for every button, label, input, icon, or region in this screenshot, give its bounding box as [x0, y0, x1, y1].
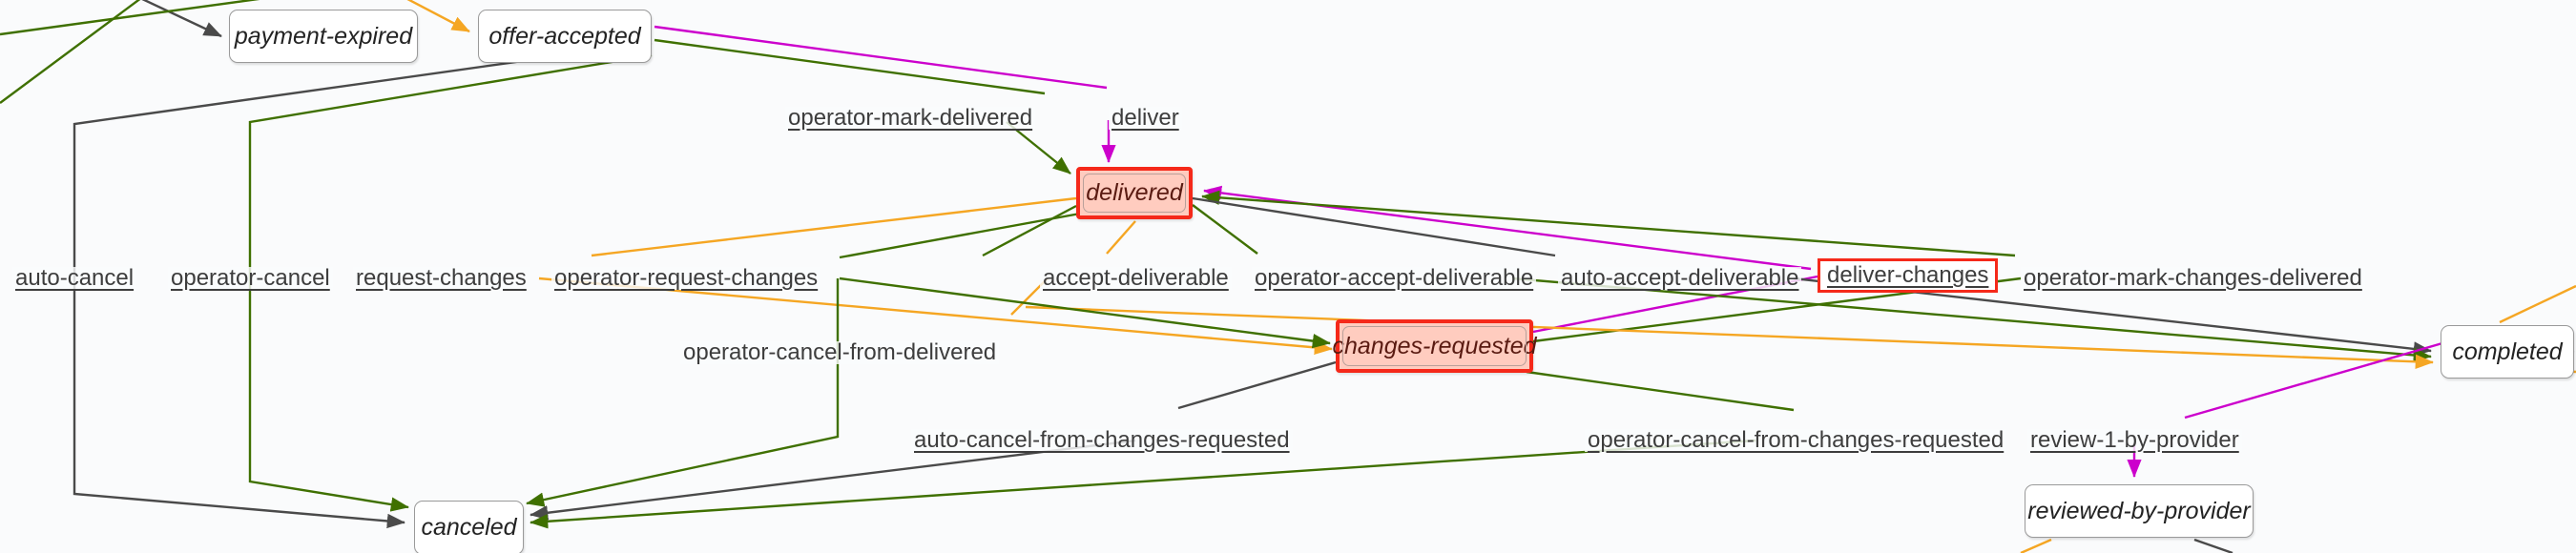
edge-label-operator-request-changes[interactable]: operator-request-changes: [551, 267, 821, 290]
node-label: offer-accepted: [488, 22, 641, 50]
node-completed[interactable]: completed: [2441, 325, 2574, 379]
edge-label-operator-cancel-from-delivered[interactable]: operator-cancel-from-delivered: [680, 341, 1000, 364]
node-label: canceled: [421, 514, 517, 541]
node-delivered[interactable]: delivered: [1076, 167, 1193, 219]
node-changes-requested[interactable]: changes-requested: [1332, 319, 1537, 373]
edge-label-operator-mark-changes-delivered[interactable]: operator-mark-changes-delivered: [2021, 267, 2365, 290]
edge-label-review-1-by-provider[interactable]: review-1-by-provider: [2027, 429, 2242, 452]
edge-label-auto-cancel[interactable]: auto-cancel: [12, 267, 137, 290]
edge-label-auto-cancel-from-changes-requested[interactable]: auto-cancel-from-changes-requested: [911, 429, 1293, 452]
edge-label-operator-cancel-from-changes-requested[interactable]: operator-cancel-from-changes-requested: [1585, 429, 2007, 452]
node-payment-expired[interactable]: payment-expired: [229, 10, 418, 63]
node-label: completed: [2452, 338, 2563, 365]
node-label: payment-expired: [234, 22, 413, 50]
node-reviewed-by-provider[interactable]: reviewed-by-provider: [2025, 484, 2254, 538]
edge-label-operator-mark-delivered[interactable]: operator-mark-delivered: [785, 107, 1036, 130]
node-canceled[interactable]: canceled: [414, 501, 524, 553]
edge-label-accept-deliverable[interactable]: accept-deliverable: [1040, 267, 1232, 290]
edge-label-operator-cancel[interactable]: operator-cancel: [168, 267, 333, 290]
node-label: delivered: [1086, 179, 1183, 206]
edge-label-deliver-changes[interactable]: deliver-changes: [1818, 258, 1999, 293]
node-label: reviewed-by-provider: [2027, 497, 2251, 524]
node-offer-accepted[interactable]: offer-accepted: [478, 10, 652, 63]
edge-label-operator-accept-deliverable[interactable]: operator-accept-deliverable: [1252, 267, 1537, 290]
edge-label-deliver[interactable]: deliver: [1109, 107, 1182, 130]
edge-label-auto-accept-deliverable[interactable]: auto-accept-deliverable: [1558, 267, 1802, 290]
node-label: changes-requested: [1332, 332, 1537, 359]
edge-label-request-changes[interactable]: request-changes: [353, 267, 530, 290]
